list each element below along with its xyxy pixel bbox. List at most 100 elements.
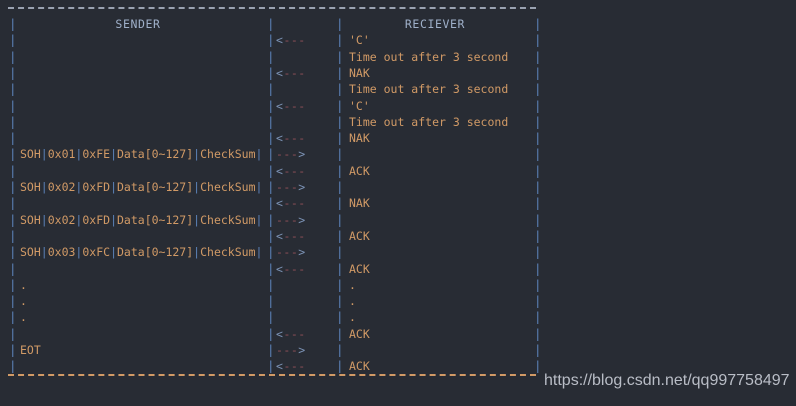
arrow-left: <--- [276, 98, 306, 113]
column-divider-p4: | [534, 342, 542, 357]
diagram-row: ||||.. [0, 293, 796, 309]
column-divider-p3: | [336, 211, 344, 227]
receiver-column-header: RECIEVER [404, 17, 466, 31]
diagram-row: ||||<---ACK [0, 163, 796, 179]
column-divider-p2: | [267, 32, 275, 48]
column-divider-p3: | [336, 32, 344, 48]
arrow-left: <--- [276, 326, 306, 341]
column-divider-p4: | [534, 48, 542, 64]
column-divider-p4: | [534, 325, 542, 341]
column-divider-p1: | [9, 244, 17, 260]
receiver-message: Time out after 3 second [349, 114, 509, 129]
column-divider-p2: | [267, 325, 275, 341]
column-divider-p3: | [336, 325, 344, 341]
column-divider-p1: | [9, 309, 17, 325]
receiver-message: . [349, 277, 356, 292]
column-divider-p1: | [9, 113, 17, 129]
column-divider-p3: | [336, 309, 344, 325]
diagram-top-border [8, 7, 536, 9]
diagram-row: ||||<---NAK [0, 65, 796, 81]
receiver-message: ACK [349, 261, 370, 276]
column-divider-p3: | [336, 81, 344, 97]
column-divider-p4: | [534, 293, 542, 309]
receiver-message: NAK [349, 196, 370, 211]
column-divider-p4: | [534, 146, 542, 162]
diagram-row: ||||<---NAK [0, 195, 796, 211]
diagram-row: ||||.. [0, 277, 796, 293]
column-divider-p1: | [9, 342, 17, 357]
column-divider-p1: | [9, 146, 17, 162]
column-divider-p4: | [534, 81, 542, 97]
column-divider-p4: | [534, 130, 542, 146]
diagram-row: ||||<---'C' [0, 32, 796, 48]
sender-message: SOH|0x01|0xFE|Data[0~127]|CheckSum| [20, 147, 263, 162]
column-divider-p1: | [9, 48, 17, 64]
column-divider-p3: | [336, 260, 344, 276]
column-divider-p2: | [267, 179, 275, 194]
column-divider-p3: | [336, 358, 344, 374]
column-divider-p2: | [267, 276, 275, 292]
column-divider-p4: | [534, 195, 542, 211]
diagram-row: ||||EOT---> [0, 342, 796, 358]
column-divider-p1: | [9, 211, 17, 227]
diagram-row: ||||<---ACK [0, 358, 796, 374]
column-divider-p1: | [9, 162, 17, 178]
sender-message: . [20, 310, 27, 325]
arrow-left: <--- [276, 196, 306, 211]
receiver-message: NAK [349, 65, 370, 80]
diagram-row: ||||<---NAK [0, 130, 796, 146]
column-divider-p1: | [9, 358, 17, 374]
diagram-row: ||||SOH|0x03|0xFC|Data[0~127]|CheckSum|-… [0, 244, 796, 260]
arrow-right: ---> [276, 147, 306, 162]
column-divider-p3: | [336, 244, 344, 260]
column-divider-p1: | [9, 64, 17, 80]
column-divider-p3: | [336, 227, 344, 243]
column-divider-p3: | [336, 146, 344, 162]
arrow-right: ---> [276, 343, 306, 357]
column-divider-p1: | [9, 325, 17, 341]
arrow-left: <--- [276, 33, 306, 48]
receiver-message: . [349, 294, 356, 309]
column-divider-p1: | [9, 130, 17, 146]
column-divider-p1: | [9, 16, 17, 31]
column-divider-p2: | [267, 16, 275, 31]
column-divider-p4: | [534, 211, 542, 227]
arrow-right: ---> [276, 212, 306, 227]
column-divider-p1: | [9, 32, 17, 48]
column-divider-p4: | [534, 162, 542, 178]
column-divider-p2: | [267, 113, 275, 129]
arrow-left: <--- [276, 228, 306, 243]
sender-message: . [20, 277, 27, 292]
column-divider-p3: | [336, 276, 344, 292]
column-divider-p4: | [534, 32, 542, 48]
column-divider-p4: | [534, 358, 542, 374]
column-divider-p1: | [9, 293, 17, 309]
receiver-message: Time out after 3 second [349, 82, 509, 97]
column-divider-p1: | [9, 97, 17, 113]
column-divider-p2: | [267, 81, 275, 97]
column-divider-p2: | [267, 146, 275, 162]
column-divider-p3: | [336, 16, 344, 31]
arrow-right: ---> [276, 245, 306, 260]
column-divider-p4: | [534, 97, 542, 113]
column-divider-p1: | [9, 81, 17, 97]
column-divider-p2: | [267, 195, 275, 211]
sender-message: EOT [20, 343, 41, 357]
sender-message: SOH|0x02|0xFD|Data[0~127]|CheckSum| [20, 212, 263, 227]
column-divider-p2: | [267, 260, 275, 276]
diagram-row: | | | | Time out after 3 second [0, 81, 796, 97]
receiver-message: ACK [349, 326, 370, 341]
column-divider-p3: | [336, 64, 344, 80]
column-divider-p4: | [534, 64, 542, 80]
column-divider-p2: | [267, 64, 275, 80]
sender-column-header: SENDER [115, 17, 161, 31]
diagram-row: ||||.. [0, 309, 796, 325]
column-divider-p2: | [267, 130, 275, 146]
column-divider-p2: | [267, 48, 275, 64]
diagram-row: ||||<---ACK [0, 261, 796, 277]
watermark-url: https://blog.csdn.net/qq997758497 [544, 372, 790, 389]
diagram-bottom-border [8, 374, 536, 376]
receiver-message: Time out after 3 second [349, 49, 509, 64]
column-divider-p3: | [336, 293, 344, 309]
